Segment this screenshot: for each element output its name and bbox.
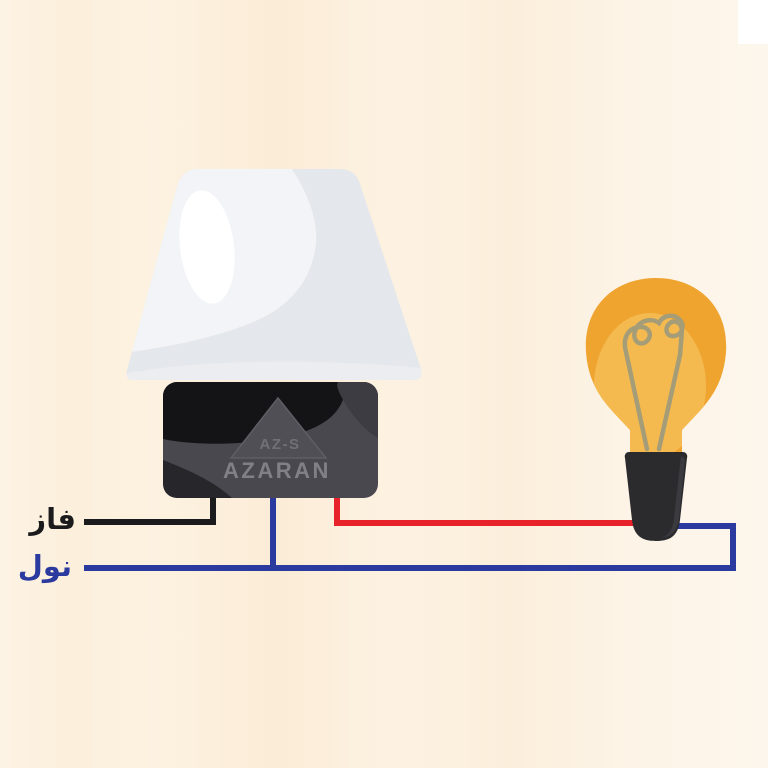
sensor-dome-bottom-band [126,361,422,380]
bulb-socket-body [624,452,688,541]
sensor-dome-highlight [179,190,235,304]
sensor-base-shadow-bottom-left [163,460,232,498]
sensor-dome [126,169,422,380]
sensor-base: AZ-S AZARAN [163,382,378,498]
white-corner-patch [738,0,768,44]
phase-label: فاز [29,502,76,536]
neutral-label: نول [17,549,72,583]
neutral-wire [84,523,736,571]
bulb-socket [624,452,688,541]
switched-live-wire [334,490,652,526]
photocell-sensor: AZ-S AZARAN [126,169,422,498]
brand-triangle-icon [229,396,328,459]
filament-icon [622,313,685,452]
model-label: AZ-S [260,436,301,453]
sensor-base-shadow-right [337,382,378,438]
wires [84,490,736,571]
bulb-socket-highlight [661,456,685,538]
light-bulb [585,278,727,541]
phase-wire [84,490,216,525]
brand-label: AZARAN [223,458,331,483]
